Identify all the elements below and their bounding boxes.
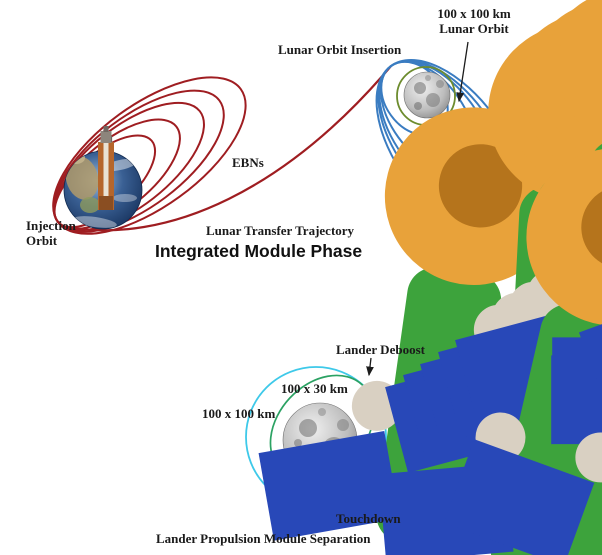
lunar-transfer-trajectory-path [59, 65, 392, 232]
touchdown-label: Touchdown [336, 511, 401, 526]
lunar-transfer-trajectory-label: Lunar Transfer Trajectory [206, 223, 355, 238]
lunar-orbit-insertion-label: Lunar Orbit Insertion [278, 42, 402, 57]
orbit-100x100-label: 100 x 100 km [202, 406, 276, 421]
lunar-orbit-label-line2: Lunar Orbit [439, 21, 509, 36]
spacecraft-icons [130, 0, 602, 555]
lunar-orbit-label-line1: 100 x 100 km [437, 6, 511, 21]
lpm-separation-label: Lander Propulsion Module Separation [156, 531, 371, 546]
lander-deboost-pointer-arrow-icon [366, 357, 374, 377]
earth-globe-icon [63, 126, 143, 230]
injection-orbit-label-line2: Orbit [26, 233, 58, 248]
lander-deboost-label: Lander Deboost [336, 342, 425, 357]
launch-vehicle-icon [98, 126, 114, 210]
injection-orbit-label-line1: Injection [26, 218, 76, 233]
integrated-module-phase-title: Integrated Module Phase [155, 241, 363, 261]
lunar-orbit-label: 100 x 100 km Lunar Orbit [428, 6, 520, 36]
injection-orbit-label: Injection Orbit [26, 218, 76, 248]
ebns-label: EBNs [232, 155, 264, 170]
lunar-orbit-pointer-arrow-icon [456, 41, 469, 103]
earth-orbit-5 [52, 76, 247, 235]
orbit-100x30-label: 100 x 30 km [281, 381, 348, 396]
moon-globe-icon [403, 71, 451, 119]
